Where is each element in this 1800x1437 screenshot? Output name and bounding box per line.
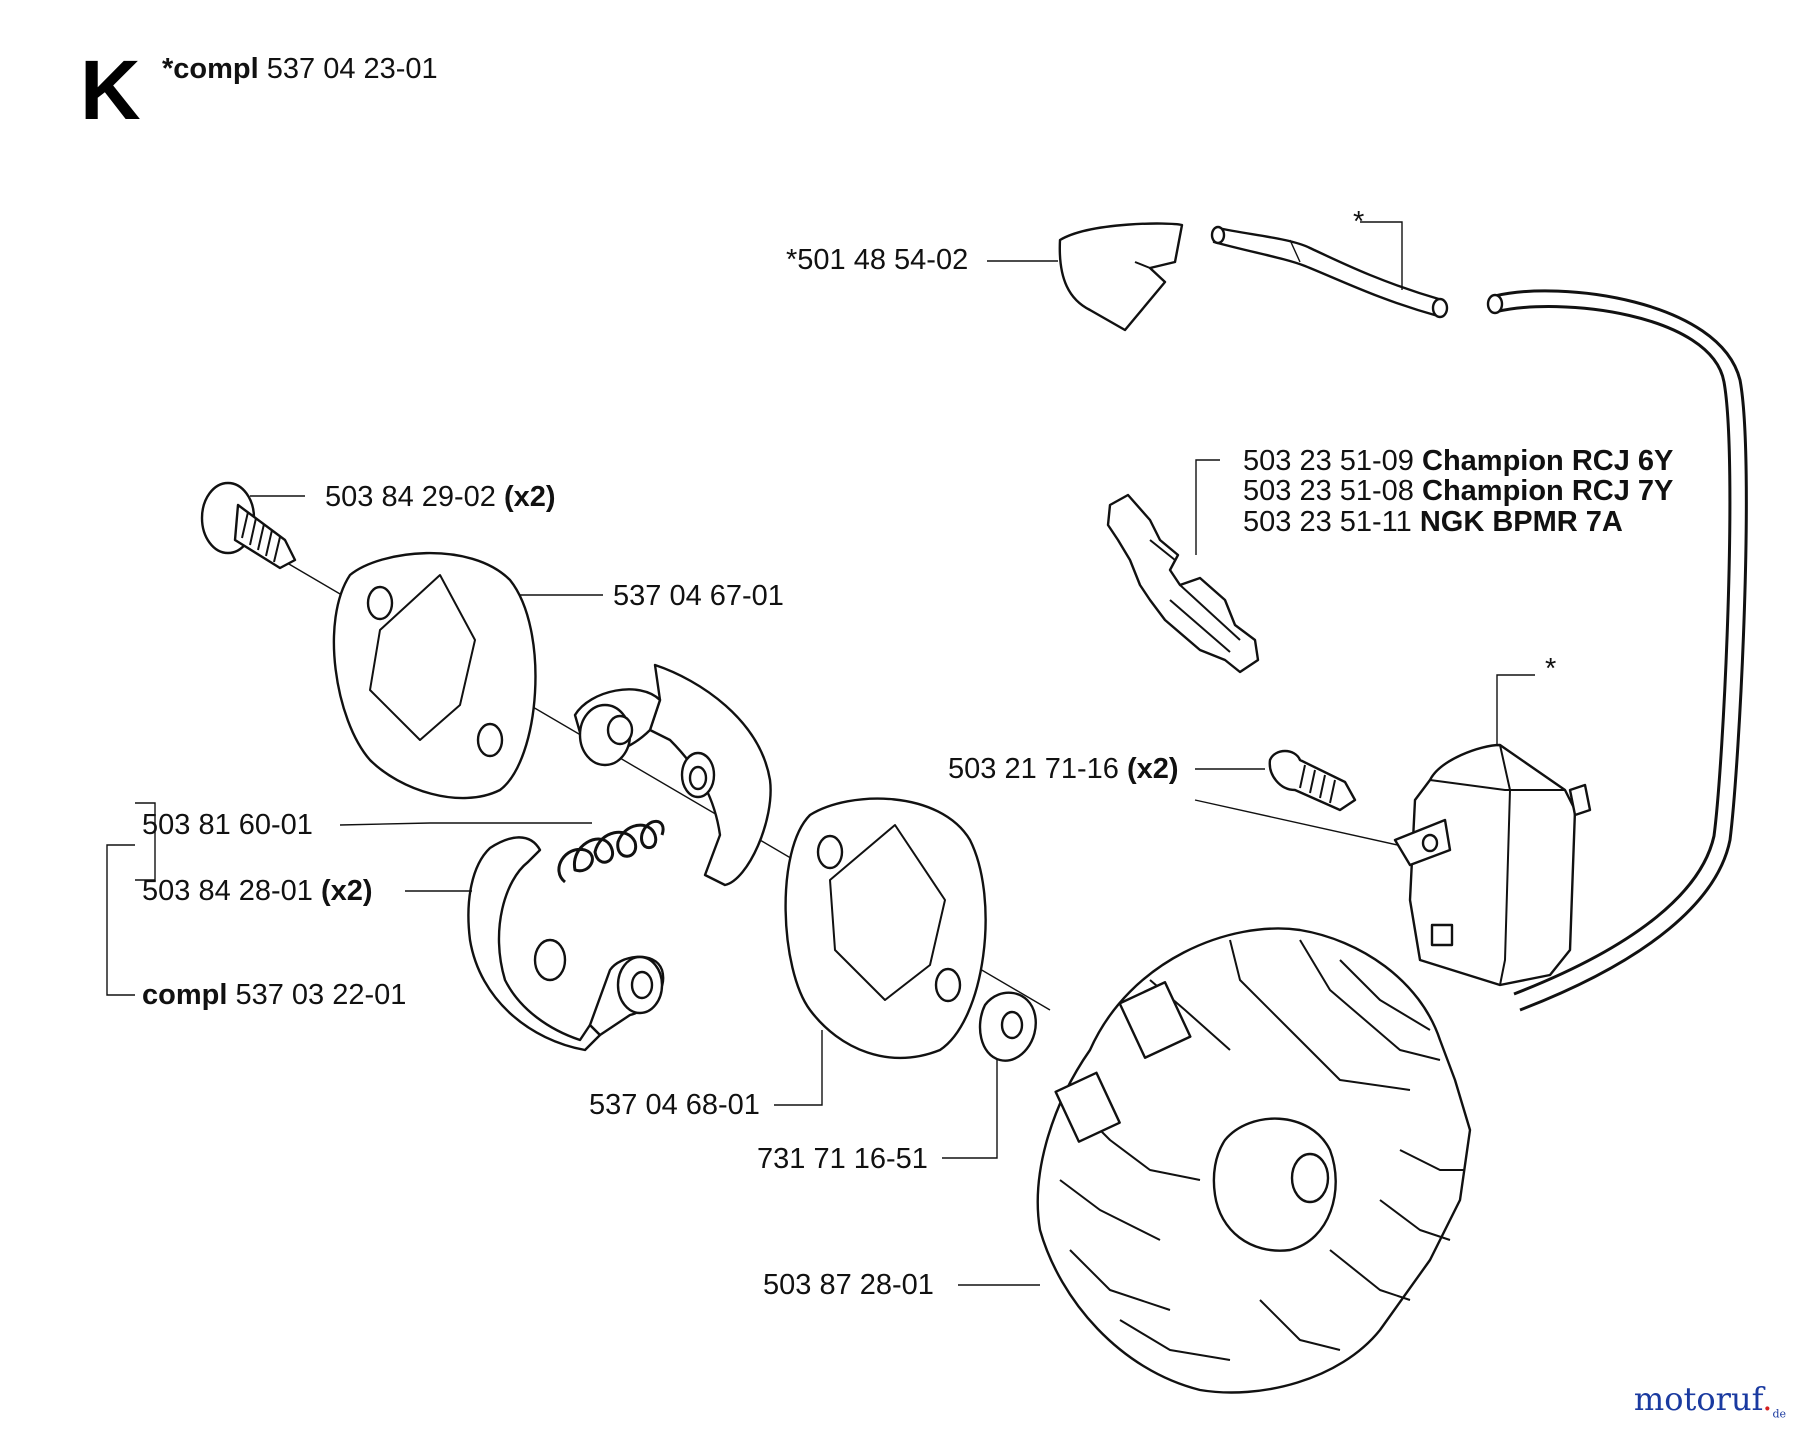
- spark-plug-2-name: Champion RCJ 7Y: [1422, 475, 1674, 507]
- label-spark-plug-1: 503 23 51-09 Champion RCJ 6Y: [1243, 447, 1673, 476]
- kit-prefix: *compl: [162, 53, 259, 85]
- label-hose-marker: *: [1353, 206, 1365, 238]
- label-module-marker: *: [1545, 653, 1557, 685]
- spark-plug-3-name: NGK BPMR 7A: [1419, 506, 1623, 538]
- ignition-screw-number: 503 21 71-16: [948, 753, 1119, 785]
- section-letter: K: [80, 43, 141, 137]
- label-spark-plug-3: 503 23 51-11 NGK BPMR 7A: [1243, 508, 1623, 537]
- kit-number: 537 04 23-01: [266, 53, 438, 85]
- watermark-dot: .: [1762, 1379, 1773, 1418]
- washer-part: [978, 991, 1037, 1062]
- spark-plug-1-name: Champion RCJ 6Y: [1422, 445, 1674, 477]
- label-clutch-compl: compl 537 03 22-01: [142, 981, 406, 1010]
- flywheel-part: [1036, 927, 1472, 1394]
- watermark-tld: de: [1772, 1407, 1786, 1420]
- label-cover-clip: *501 48 54-02: [786, 244, 969, 276]
- ignition-screw-qty: (x2): [1127, 753, 1179, 785]
- watermark-brand: motoruf: [1633, 1379, 1763, 1418]
- label-front-plate: 537 04 67-01: [613, 580, 784, 612]
- spark-plug-part: [1106, 493, 1260, 674]
- clutch-shoe-qty: (x2): [321, 875, 373, 907]
- clutch-shoe-number: 503 84 28-01: [142, 875, 313, 907]
- spark-plug-2-number: 503 23 51-08: [1243, 475, 1414, 507]
- label-rear-plate: 537 04 68-01: [589, 1089, 760, 1121]
- rear-plate-part: [784, 797, 987, 1059]
- clutch-compl-prefix: compl: [142, 979, 228, 1011]
- front-plate-part: [332, 551, 537, 800]
- watermark-logo: motoruf.de: [1634, 1383, 1786, 1419]
- lower-clutch-shoe-part: [467, 836, 665, 1052]
- label-spark-plug-2: 503 23 51-08 Champion RCJ 7Y: [1243, 477, 1673, 506]
- label-spring: 503 81 60-01: [142, 809, 313, 841]
- label-washer: 731 71 16-51: [757, 1143, 928, 1175]
- upper-clutch-shoe-part: [573, 663, 772, 887]
- ignition-module-part: [1393, 743, 1592, 987]
- leader-lines: [106, 221, 1535, 1286]
- clutch-screw-qty: (x2): [504, 481, 556, 513]
- clutch-screw-part: [200, 481, 297, 570]
- ignition-screw-part: [1268, 749, 1357, 812]
- label-clutch-shoe: 503 84 28-01 (x2): [142, 877, 373, 906]
- clutch-screw-number: 503 84 29-02: [325, 481, 496, 513]
- label-ignition-screw: 503 21 71-16 (x2): [948, 755, 1179, 784]
- cover-clip-part: [1058, 222, 1184, 332]
- spark-plug-3-number: 503 23 51-11: [1243, 506, 1412, 538]
- spark-plug-1-number: 503 23 51-09: [1243, 445, 1414, 477]
- kit-label: *compl 537 04 23-01: [162, 55, 438, 84]
- spring-part: [557, 819, 665, 884]
- label-clutch-screw: 503 84 29-02 (x2): [325, 483, 556, 512]
- short-hose-part: [1210, 225, 1449, 319]
- clutch-compl-number: 537 03 22-01: [235, 979, 407, 1011]
- label-flywheel: 503 87 28-01: [763, 1269, 934, 1301]
- ignition-axis-line: [1194, 799, 1421, 851]
- ignition-lead-part: [1486, 289, 1748, 1012]
